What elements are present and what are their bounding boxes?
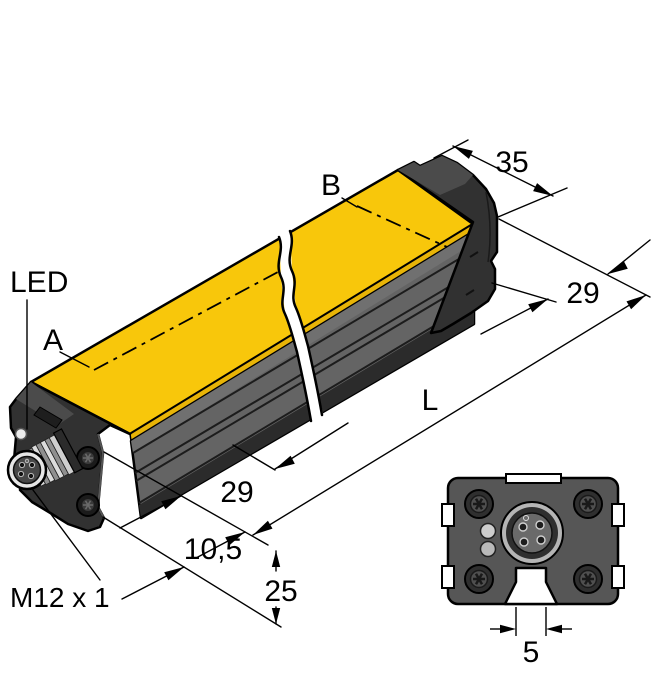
dim-29-bottom-value: 29	[220, 476, 253, 509]
ext-line-lower	[102, 516, 282, 628]
dim-35-value: 35	[495, 146, 528, 179]
dimension-length: L	[252, 294, 647, 536]
dim-25-value: 25	[264, 575, 297, 608]
break-edge-left	[277, 235, 313, 423]
sensor-isometric-view	[6, 154, 499, 533]
dimension-flange-thickness: 10,5	[119, 495, 242, 600]
break-edge-right	[288, 229, 324, 417]
annotations: 35 29 L 29	[10, 139, 651, 628]
dim-10-5-value: 10,5	[184, 533, 242, 566]
right-cap-edge-line	[485, 191, 491, 263]
label-a: A	[43, 324, 63, 357]
m12-connector	[6, 428, 84, 491]
reference-axis-dashes	[93, 205, 448, 371]
flange-screw-bottom	[76, 493, 100, 517]
m12-pins	[17, 458, 36, 480]
end-view-top-recess	[505, 473, 562, 484]
right-cap-top-facet	[398, 156, 473, 195]
torx-screw	[573, 564, 603, 594]
torx-screw	[573, 489, 603, 519]
label-b: B	[321, 169, 341, 202]
dimension-top-width: 35	[433, 139, 568, 218]
dimension-groove-offset: 29	[195, 422, 349, 559]
break-line	[277, 228, 324, 424]
torx-screw	[464, 489, 494, 519]
right-end-cap	[396, 154, 499, 335]
dim-29-right-value: 29	[566, 277, 599, 310]
end-view-screws	[464, 489, 603, 594]
label-m12: M12 x 1	[10, 582, 110, 613]
dimension-flange-height: 25	[264, 550, 298, 625]
left-cap-recess	[33, 406, 63, 429]
dim-l-value: L	[422, 384, 439, 417]
label-led: LED	[10, 266, 68, 299]
leader-lines	[26, 197, 358, 581]
dim-5-value: 5	[523, 636, 540, 669]
torx-screw	[464, 564, 494, 594]
mounting-slot	[503, 566, 559, 606]
left-cap-flange-edge	[96, 433, 105, 519]
ext-line-upper	[103, 451, 269, 546]
dimension-profile-height: 29	[480, 218, 651, 335]
end-view-side-notches	[441, 503, 625, 589]
dimension-slot-width: 5	[490, 607, 572, 669]
profile-bottom-shadow	[139, 304, 474, 518]
left-end-cap	[8, 380, 132, 533]
end-view-led-dots	[479, 522, 497, 558]
end-view-connector-socket	[500, 501, 564, 565]
left-cap-top-facet	[16, 382, 74, 425]
led-indicator-dot	[14, 427, 28, 441]
right-cap-notches	[465, 251, 479, 296]
end-view: 5	[441, 473, 625, 669]
